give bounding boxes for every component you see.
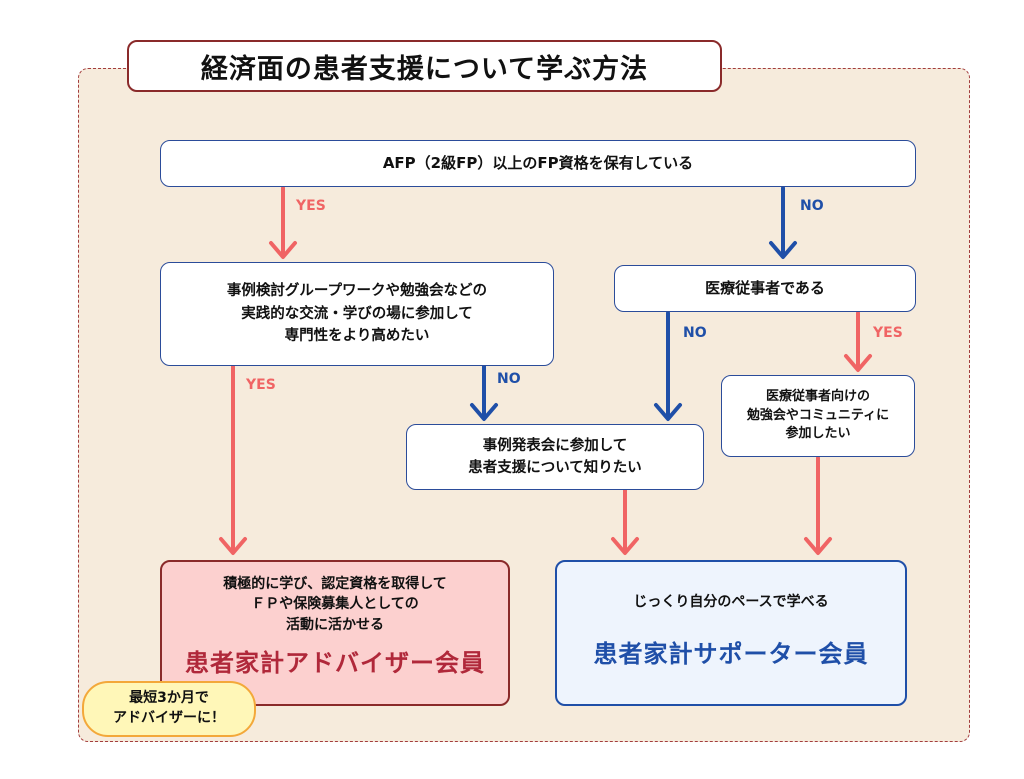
case-presentation-node: 事例発表会に参加して 患者支援について知りたい [406, 424, 704, 490]
advisor-membership-name: 患者家計アドバイザー会員 [185, 648, 485, 677]
medical-study-text: 医療従事者向けの 勉強会やコミュニティに 参加したい [746, 388, 890, 442]
label-no: NO [683, 325, 707, 341]
medical-question-node: 医療従事者である [614, 265, 916, 312]
medical-question-text: 医療従事者である [705, 278, 825, 297]
supporter-description: じっくり自分のペースで学べる [633, 594, 829, 610]
casework-question-node: 事例検討グループワークや勉強会などの 実践的な交流・学びの場に参加して 専門性を… [160, 262, 554, 366]
casework-question-text: 事例検討グループワークや勉強会などの 実践的な交流・学びの場に参加して 専門性を… [226, 283, 488, 345]
afp-question-text: AFP（2級FP）以上のFP資格を保有している [382, 153, 694, 172]
label-no: NO [800, 198, 824, 214]
supporter-result-box: じっくり自分のペースで学べる 患者家計サポーター会員 [555, 560, 907, 706]
label-yes: YES [246, 377, 276, 393]
label-yes: YES [873, 325, 903, 341]
medical-study-node: 医療従事者向けの 勉強会やコミュニティに 参加したい [721, 375, 915, 457]
case-presentation-text: 事例発表会に参加して 患者支援について知りたい [468, 437, 642, 476]
advisor-badge: 最短3か月で アドバイザーに！ [82, 681, 256, 737]
label-no: NO [497, 371, 521, 387]
page-title: 経済面の患者支援について学ぶ方法 [127, 40, 722, 92]
supporter-membership-name: 患者家計サポーター会員 [593, 640, 869, 669]
label-yes: YES [296, 198, 326, 214]
afp-question-node: AFP（2級FP）以上のFP資格を保有している [160, 140, 916, 187]
advisor-description: 積極的に学び、認定資格を取得して ＦＰや保険募集人としての 活動に活かせる [223, 576, 447, 633]
